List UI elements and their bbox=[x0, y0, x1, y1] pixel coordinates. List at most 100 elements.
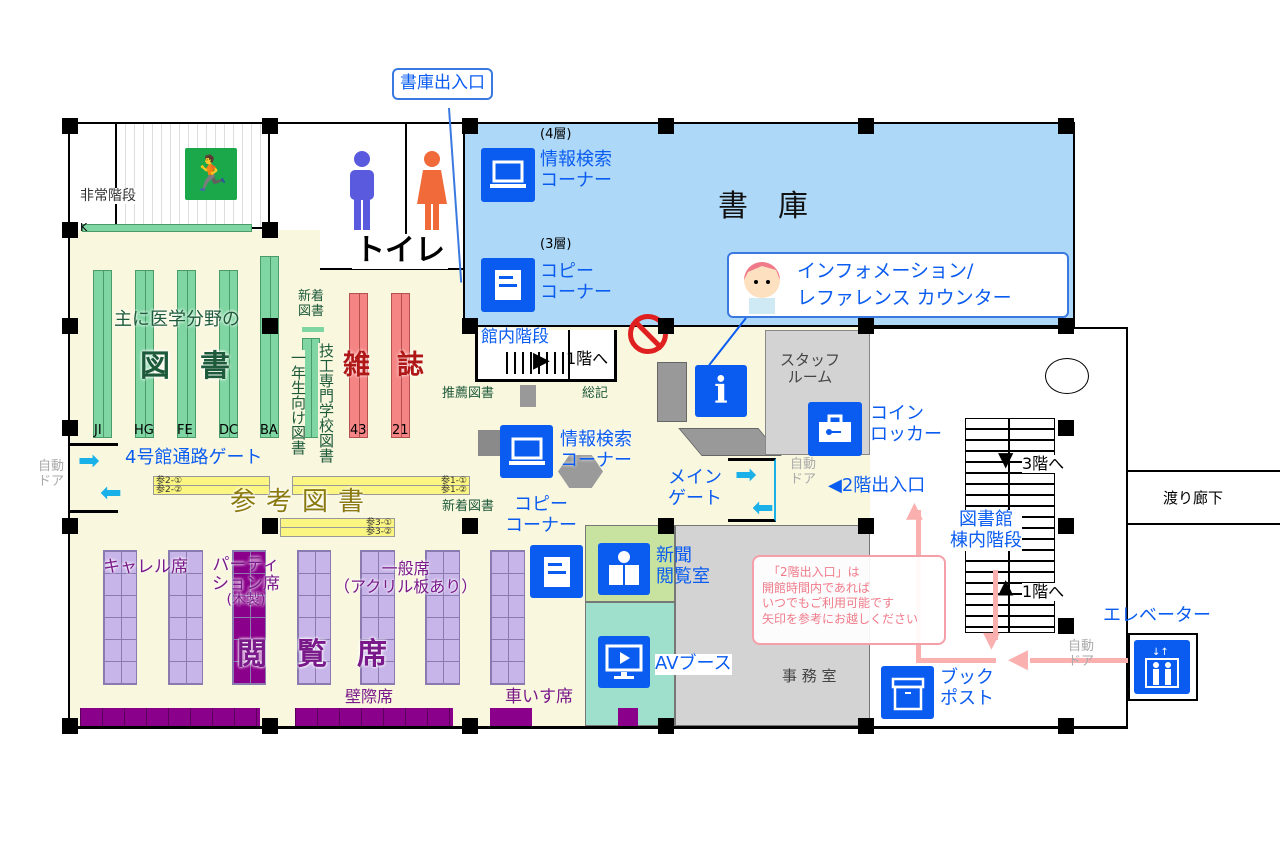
open-seats bbox=[297, 550, 331, 685]
new-books-label: 新着図書 bbox=[298, 289, 325, 320]
column bbox=[262, 118, 278, 134]
label-line: コーナー bbox=[540, 281, 612, 303]
information-icon[interactable]: i bbox=[695, 365, 747, 417]
label-line: ブック bbox=[940, 667, 994, 688]
carrel-seats bbox=[168, 550, 203, 685]
partition-label: パーティション席(木製) bbox=[212, 556, 280, 609]
coin-locker-icon[interactable] bbox=[808, 402, 862, 456]
shelf-BA bbox=[260, 256, 279, 438]
column bbox=[658, 718, 674, 734]
woman-icon bbox=[415, 150, 449, 230]
info-counter bbox=[657, 362, 687, 422]
label-line: ゲート bbox=[668, 487, 722, 509]
wall-seats bbox=[80, 708, 260, 726]
escape-hatch-icon bbox=[1045, 358, 1089, 394]
label-line: 図書 bbox=[298, 303, 325, 319]
svg-text:↓↑: ↓↑ bbox=[1152, 647, 1169, 658]
column bbox=[262, 718, 278, 734]
main-gate-label[interactable]: メインゲート bbox=[668, 467, 722, 509]
emergency-stairs-label: 非常階段 bbox=[80, 188, 136, 205]
column bbox=[1058, 118, 1074, 134]
gate-4-frame bbox=[70, 443, 118, 513]
freshman-books-label: 一年生向け図書 bbox=[289, 350, 307, 455]
to-1f-label: 1階へ bbox=[566, 349, 609, 368]
monitor-icon[interactable] bbox=[598, 636, 650, 688]
copier-icon[interactable] bbox=[530, 545, 583, 598]
entrance-2f-label[interactable]: ◀2階出入口 bbox=[828, 475, 926, 496]
label-line: ドア bbox=[790, 471, 817, 487]
label-line: 情報検索 bbox=[560, 429, 632, 450]
toilet-wall bbox=[405, 124, 407, 234]
main-gate-frame[interactable] bbox=[728, 458, 776, 522]
search-corner-label: 情報検索コーナー bbox=[560, 429, 632, 471]
column bbox=[1058, 718, 1074, 734]
computer-icon[interactable] bbox=[500, 425, 553, 478]
computer-icon[interactable] bbox=[481, 148, 535, 202]
magazine-shelf-21 bbox=[391, 293, 410, 438]
label-line: 閲覧室 bbox=[656, 565, 710, 587]
wheelchair-seats bbox=[618, 708, 638, 726]
corridor-lines bbox=[1128, 470, 1280, 525]
k-label: K bbox=[80, 221, 88, 234]
copy-corner-label: コピーコーナー bbox=[505, 494, 577, 536]
route-up-arrow-icon: ▲ bbox=[906, 498, 923, 523]
notice-box: 「2階出入口」は 開館時間内であれば いつでもご利用可能です 矢印を参考にお越し… bbox=[752, 555, 946, 645]
column bbox=[62, 118, 78, 134]
label-line: コーナー bbox=[505, 514, 577, 536]
label-line: 新聞 bbox=[656, 545, 692, 566]
down-arrow-icon: ▼ bbox=[998, 447, 1014, 471]
column bbox=[62, 518, 78, 534]
column bbox=[658, 518, 674, 534]
recommended-books-label: 推薦図書 bbox=[442, 386, 495, 401]
shelf-label: BA bbox=[260, 423, 278, 438]
shelf-label: 参1-① bbox=[293, 477, 469, 486]
label-line: 自動 bbox=[1068, 639, 1095, 654]
open-seats-label: 一般席（アクリル板あり） bbox=[334, 559, 478, 597]
column bbox=[858, 718, 874, 734]
label-line: (木製) bbox=[226, 592, 266, 609]
elevator-icon[interactable]: ↓↑ bbox=[1134, 640, 1190, 694]
shelf-label: JI bbox=[94, 423, 102, 438]
label-line: 図書館 bbox=[959, 509, 1013, 530]
column bbox=[858, 518, 874, 534]
label-line: スタッフ bbox=[780, 351, 841, 369]
label-line: （アクリル板あり） bbox=[334, 577, 478, 597]
label-line: コピー bbox=[514, 494, 568, 515]
new-books-label: 新着図書 bbox=[442, 499, 495, 514]
column bbox=[1058, 318, 1074, 334]
column bbox=[1058, 518, 1074, 534]
label-line: 一般席 bbox=[381, 559, 430, 578]
gate-4-label[interactable]: 4号館通路ゲート bbox=[125, 447, 263, 468]
medical-books-label: 主に医学分野の bbox=[114, 309, 240, 330]
column bbox=[262, 222, 278, 238]
label-line: ドア bbox=[1068, 653, 1095, 669]
new-books-shelf bbox=[302, 327, 324, 332]
column bbox=[858, 318, 874, 334]
open-seats bbox=[425, 550, 460, 685]
newspaper-reader-icon[interactable] bbox=[598, 543, 650, 595]
reference-label: 参考図書 bbox=[230, 487, 375, 517]
magazine-shelf-43 bbox=[349, 293, 368, 438]
copier-icon[interactable] bbox=[481, 258, 535, 312]
to-1f-label: 1階へ bbox=[1022, 582, 1065, 602]
emergency-exit-icon: 🏃 bbox=[185, 148, 237, 200]
column bbox=[62, 718, 78, 734]
shelf-label: 参3-② bbox=[365, 527, 392, 537]
corridor-label: 渡り廊下 bbox=[1163, 489, 1224, 507]
stairs-emergency-bg bbox=[70, 124, 115, 224]
stack-room-label: 書 庫 bbox=[718, 189, 808, 224]
book-post-label: ブックポスト bbox=[940, 667, 994, 709]
label-line: ドア bbox=[38, 473, 65, 489]
column bbox=[262, 318, 278, 334]
open-seats bbox=[360, 550, 395, 685]
label-line: ロッカー bbox=[870, 423, 942, 445]
book-post-icon[interactable] bbox=[881, 666, 934, 719]
shelf-k bbox=[82, 224, 252, 232]
to-3f-label: 3階へ bbox=[1022, 454, 1065, 474]
info-callout bbox=[727, 252, 1069, 318]
label-line: パーティ bbox=[212, 555, 280, 575]
av-booth-label: AVブース bbox=[655, 653, 732, 675]
column bbox=[658, 118, 674, 134]
auto-door-label: 自動ドア bbox=[38, 459, 65, 490]
